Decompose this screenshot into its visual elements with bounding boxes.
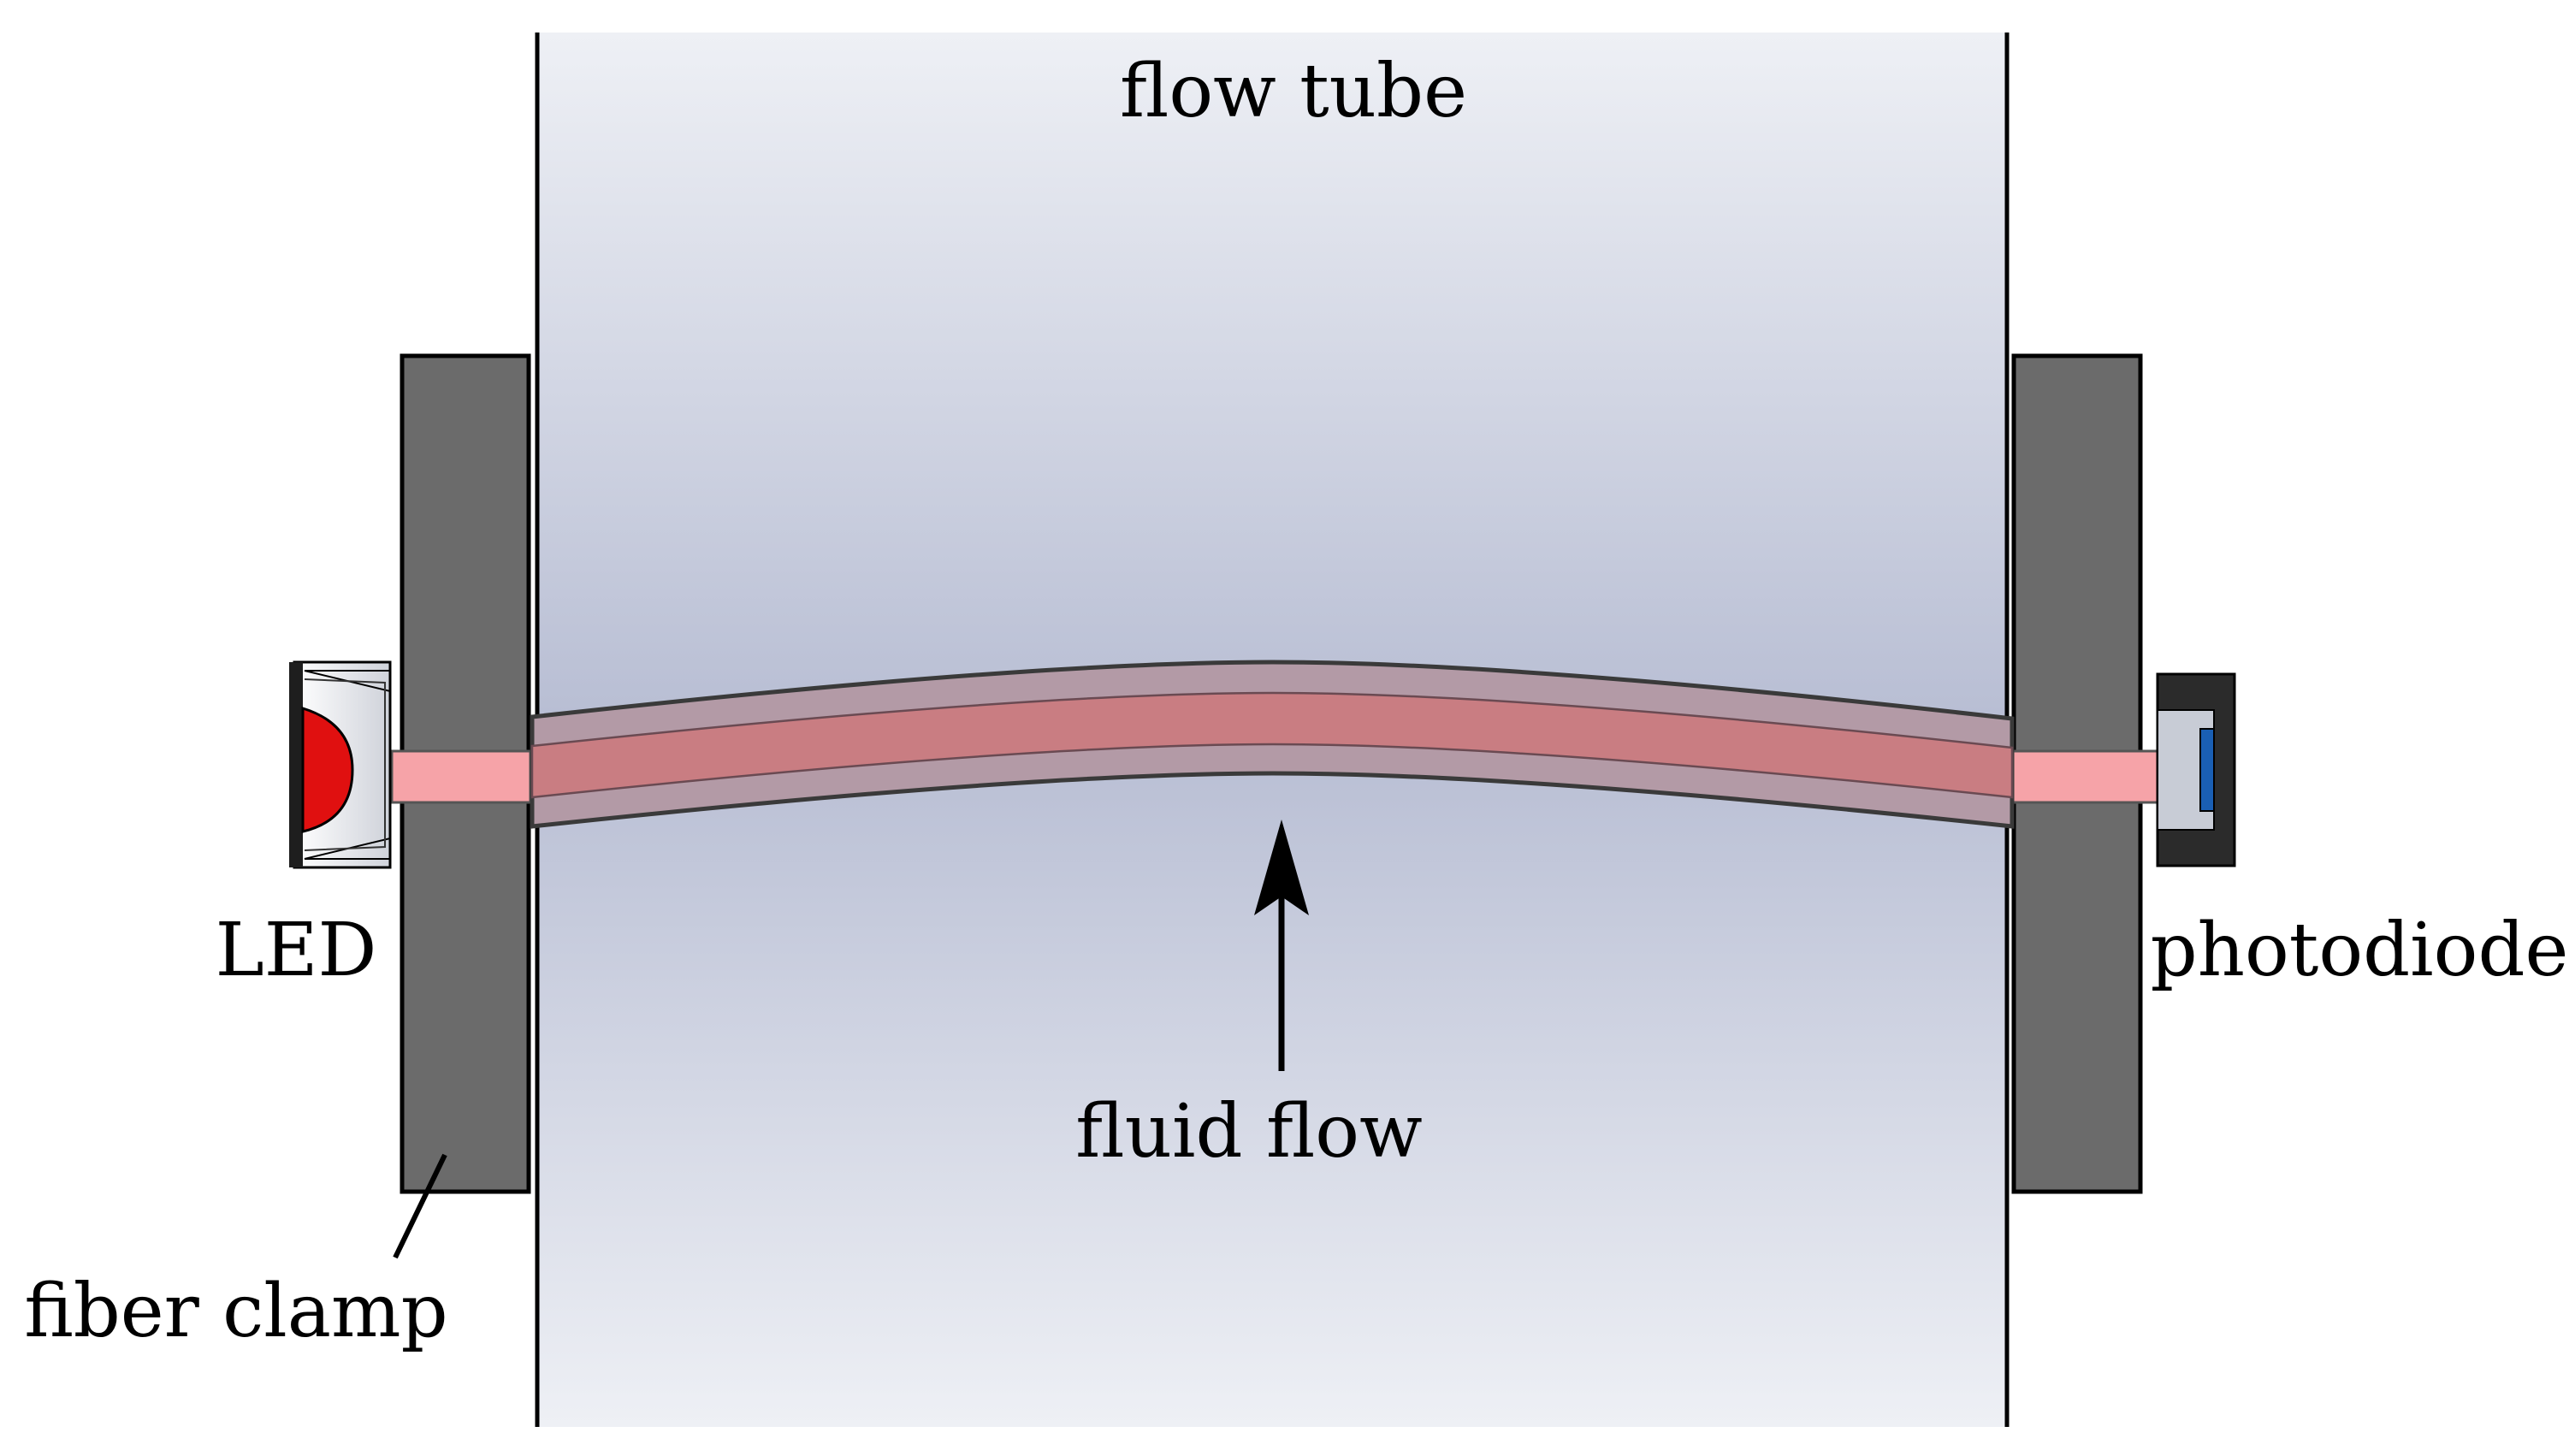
flow-tube-label: flow tube <box>1120 49 1467 134</box>
fiber-clamp-label: fiber clamp <box>24 1269 447 1354</box>
fiber-clamp-leader-line <box>393 1153 447 1259</box>
led-label: LED <box>216 908 377 993</box>
fiber-end-left <box>390 749 532 804</box>
led-icon <box>289 660 392 869</box>
fiber-end-right <box>2010 749 2159 804</box>
photodiode-label: photodiode <box>2151 908 2569 993</box>
fluid-flow-label: fluid flow <box>1075 1089 1422 1175</box>
optical-fiber-core <box>530 691 2014 799</box>
fluid-flow-arrow <box>1254 820 1309 1071</box>
photodiode-icon <box>2156 672 2236 867</box>
